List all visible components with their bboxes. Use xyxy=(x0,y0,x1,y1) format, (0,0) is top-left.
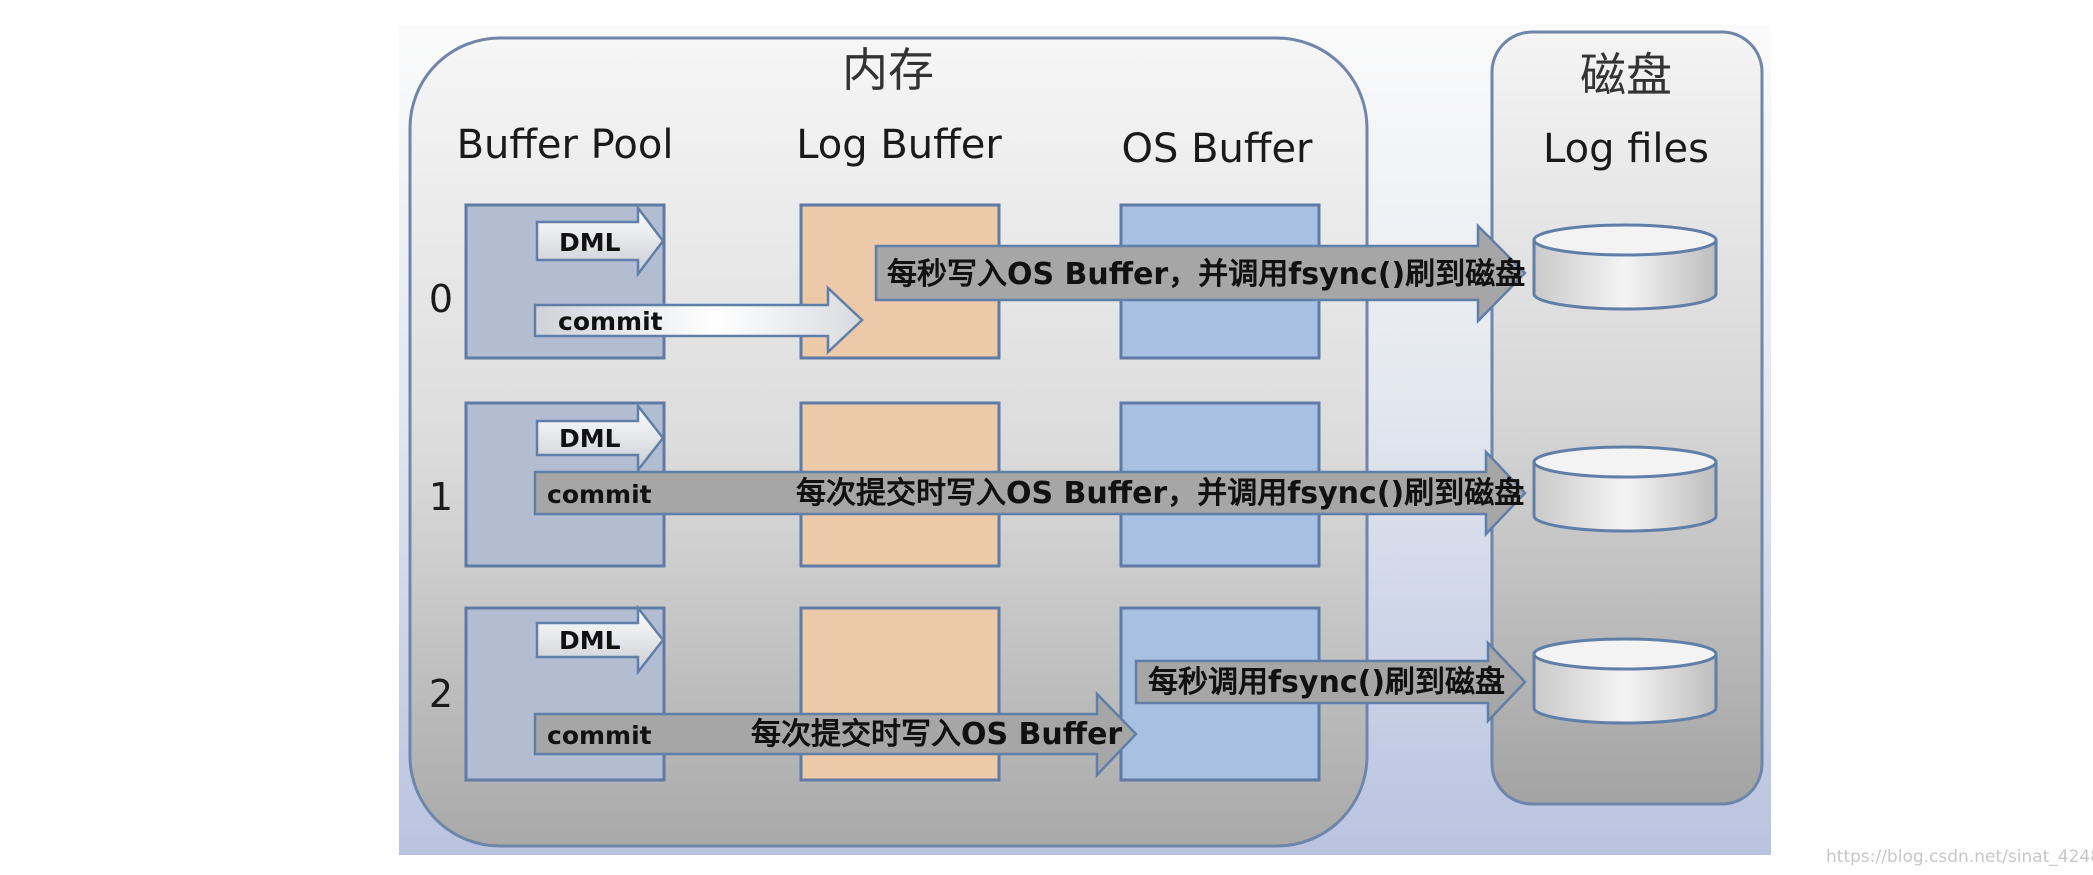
dml-arrow-row-1: DML xyxy=(535,402,665,474)
svg-text:每次提交时写入OS Buffer: 每次提交时写入OS Buffer xyxy=(751,717,1122,752)
commit-flush-arrow-row-1: commit 每次提交时写入OS Buffer，并调用fsync()刷到磁盘 xyxy=(533,448,1527,538)
row-number-1: 1 xyxy=(429,475,453,519)
row-number-2: 2 xyxy=(429,672,453,716)
disk-title: 磁盘 xyxy=(1580,48,1672,102)
commit-write-arrow-row-2: commit 每次提交时写入OS Buffer xyxy=(533,690,1138,779)
log-files-header: Log files xyxy=(1543,126,1709,172)
flush-arrow-row-0: 每秒写入OS Buffer，并调用fsync()刷到磁盘 xyxy=(874,222,1527,325)
svg-text:commit: commit xyxy=(547,480,652,509)
dml-arrow-row-0: DML xyxy=(535,204,665,278)
memory-title: 内存 xyxy=(842,43,934,97)
dml-arrow-row-2: DML xyxy=(535,604,665,676)
svg-text:commit: commit xyxy=(547,721,652,750)
svg-text:每秒调用fsync()刷到磁盘: 每秒调用fsync()刷到磁盘 xyxy=(1148,665,1505,700)
svg-text:DML: DML xyxy=(559,424,621,453)
log-file-cylinder-0 xyxy=(1532,223,1718,311)
buffer-pool-header: Buffer Pool xyxy=(457,122,674,168)
log-file-cylinder-1 xyxy=(1532,445,1718,533)
svg-text:每秒写入OS Buffer，并调用fsync()刷到磁盘: 每秒写入OS Buffer，并调用fsync()刷到磁盘 xyxy=(887,257,1525,292)
flush-arrow-row-2: 每秒调用fsync()刷到磁盘 xyxy=(1134,639,1527,725)
log-buffer-header: Log Buffer xyxy=(796,122,1002,168)
os-buffer-header: OS Buffer xyxy=(1122,126,1314,172)
watermark: https://blog.csdn.net/sinat_42483341 xyxy=(1826,847,2093,867)
svg-text:DML: DML xyxy=(559,228,621,257)
svg-text:commit: commit xyxy=(558,307,663,336)
row-number-0: 0 xyxy=(429,277,453,321)
disk-container xyxy=(1490,30,1764,806)
log-file-cylinder-2 xyxy=(1532,637,1718,725)
commit-arrow-row-0: commit xyxy=(533,285,864,355)
svg-text:DML: DML xyxy=(559,626,621,655)
svg-text:每次提交时写入OS Buffer，并调用fsync()刷到磁: 每次提交时写入OS Buffer，并调用fsync()刷到磁盘 xyxy=(796,476,1524,511)
